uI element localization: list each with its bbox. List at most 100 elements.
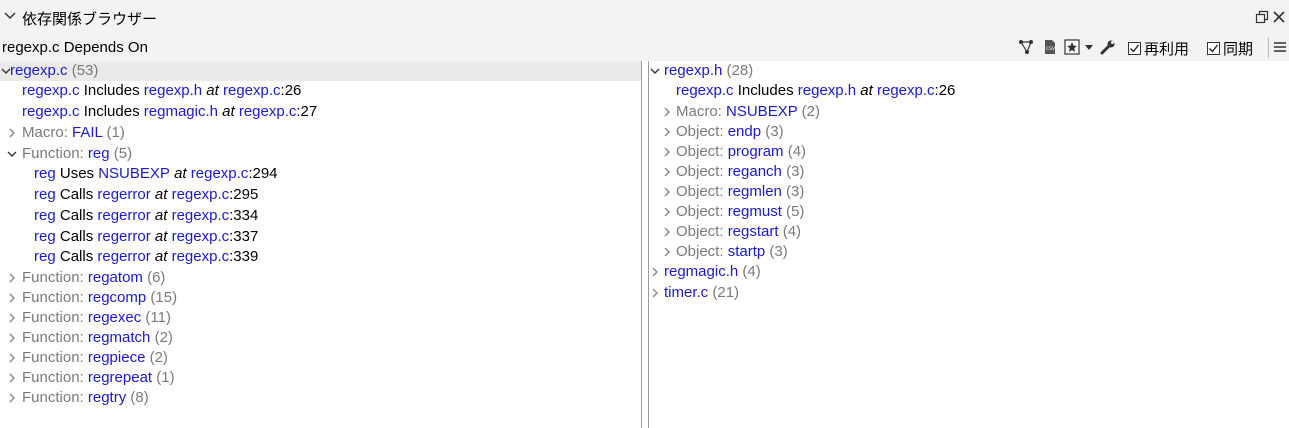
node-name[interactable]: regmatch xyxy=(87,329,151,346)
target-link[interactable]: regmagic.h xyxy=(143,103,218,120)
collapsed-chevron-icon[interactable] xyxy=(6,127,18,139)
file-link[interactable]: regexp.c xyxy=(171,248,230,265)
tree-node-function[interactable]: Function: regcomp (15) xyxy=(0,288,641,308)
csv-export-icon[interactable]: CSV xyxy=(1042,39,1058,55)
collapsed-chevron-icon[interactable] xyxy=(661,226,673,238)
node-name[interactable]: reganch xyxy=(727,163,782,180)
target-link[interactable]: regerror xyxy=(97,207,151,224)
tree-node-macro-fail[interactable]: Macro: FAIL (1) xyxy=(0,123,641,143)
source-link[interactable]: regexp.c xyxy=(676,82,734,99)
tree-node-function[interactable]: Function: regtry (8) xyxy=(0,388,641,408)
reference-row[interactable]: reg Calls regerror at regexp.c:334 xyxy=(0,206,641,226)
reference-row[interactable]: reg Uses NSUBEXP at regexp.c:294 xyxy=(0,164,641,184)
collapsed-chevron-icon[interactable] xyxy=(661,206,673,218)
node-name[interactable]: regexp.c xyxy=(10,62,68,79)
tree-node-regexp-h[interactable]: regexp.h (28) xyxy=(649,61,1289,81)
close-icon[interactable] xyxy=(1272,10,1286,24)
source-link[interactable]: regexp.c xyxy=(22,103,80,120)
reference-row[interactable]: reg Calls regerror at regexp.c:339 xyxy=(0,247,641,267)
tree-node-object[interactable]: Object: regmlen (3) xyxy=(649,182,1289,202)
source-link[interactable]: reg xyxy=(34,165,56,182)
collapsed-chevron-icon[interactable] xyxy=(661,106,673,118)
node-name[interactable]: regexec xyxy=(87,309,142,326)
node-name[interactable]: regmust xyxy=(727,203,782,220)
include-row[interactable]: regexp.c Includes regmagic.h at regexp.c… xyxy=(0,102,641,122)
source-link[interactable]: reg xyxy=(34,186,56,203)
collapsed-chevron-icon[interactable] xyxy=(661,166,673,178)
collapsed-chevron-icon[interactable] xyxy=(6,292,18,304)
node-name[interactable]: program xyxy=(727,143,784,160)
favorites-icon[interactable] xyxy=(1064,39,1080,55)
collapsed-chevron-icon[interactable] xyxy=(661,186,673,198)
sync-option[interactable]: 同期 xyxy=(1207,38,1253,58)
reuse-option[interactable]: 再利用 xyxy=(1128,38,1189,58)
dropdown-arrow-icon[interactable] xyxy=(1083,39,1095,55)
node-name[interactable]: reg xyxy=(87,145,110,162)
source-link[interactable]: reg xyxy=(34,228,56,245)
menu-icon[interactable] xyxy=(1273,39,1287,55)
target-link[interactable]: regerror xyxy=(97,228,151,245)
node-name[interactable]: endp xyxy=(727,123,762,140)
collapsed-chevron-icon[interactable] xyxy=(649,266,661,278)
dependency-detail-tree[interactable]: regexp.h (28) regexp.c Includes regexp.h… xyxy=(649,61,1289,428)
node-name[interactable]: regmlen xyxy=(727,183,782,200)
tree-node-function[interactable]: Function: regexec (11) xyxy=(0,308,641,328)
collapse-chevron-icon[interactable] xyxy=(3,9,17,23)
pane-splitter[interactable] xyxy=(641,61,649,428)
tree-node-function[interactable]: Function: regpiece (2) xyxy=(0,348,641,368)
file-link[interactable]: regexp.c xyxy=(171,228,230,245)
sync-checkbox[interactable] xyxy=(1207,41,1220,55)
node-name[interactable]: regexp.h xyxy=(664,62,723,79)
tree-node-object[interactable]: Object: endp (3) xyxy=(649,122,1289,142)
collapsed-chevron-icon[interactable] xyxy=(6,352,18,364)
target-link[interactable]: regexp.h xyxy=(797,82,857,99)
collapsed-chevron-icon[interactable] xyxy=(6,372,18,384)
file-link[interactable]: regexp.c xyxy=(190,165,249,182)
tree-node-object[interactable]: Object: program (4) xyxy=(649,142,1289,162)
collapsed-chevron-icon[interactable] xyxy=(649,287,661,299)
node-name[interactable]: timer.c xyxy=(664,284,709,301)
tree-node-object[interactable]: Object: regmust (5) xyxy=(649,202,1289,222)
file-link[interactable]: regexp.c xyxy=(171,186,230,203)
include-row[interactable]: regexp.c Includes regexp.h at regexp.c:2… xyxy=(0,81,641,101)
node-name[interactable]: regmagic.h xyxy=(664,263,739,280)
reuse-checkbox[interactable] xyxy=(1128,41,1141,55)
target-link[interactable]: regerror xyxy=(97,248,151,265)
collapsed-chevron-icon[interactable] xyxy=(6,332,18,344)
tree-node-function[interactable]: Function: regmatch (2) xyxy=(0,328,641,348)
collapsed-chevron-icon[interactable] xyxy=(661,126,673,138)
tree-node-object[interactable]: Object: startp (3) xyxy=(649,242,1289,262)
node-name[interactable]: regatom xyxy=(87,269,143,286)
node-name[interactable]: regpiece xyxy=(87,349,146,366)
node-name[interactable]: regrepeat xyxy=(87,369,153,386)
tree-node-object[interactable]: Object: regstart (4) xyxy=(649,222,1289,242)
wrench-icon[interactable] xyxy=(1100,39,1116,55)
file-link[interactable]: regexp.c xyxy=(223,82,281,99)
tree-node-regexp-c[interactable]: regexp.c (53) xyxy=(0,61,641,81)
collapsed-chevron-icon[interactable] xyxy=(6,312,18,324)
tree-node-function[interactable]: Function: regatom (6) xyxy=(0,268,641,288)
restore-window-icon[interactable] xyxy=(1255,10,1269,24)
tree-node-function-reg[interactable]: Function: reg (5) xyxy=(0,144,641,164)
tree-node-timer-c[interactable]: timer.c (21) xyxy=(649,283,1289,303)
reference-row[interactable]: reg Calls regerror at regexp.c:337 xyxy=(0,227,641,247)
file-link[interactable]: regexp.c xyxy=(877,82,935,99)
collapsed-chevron-icon[interactable] xyxy=(6,272,18,284)
expanded-chevron-icon[interactable] xyxy=(6,148,18,160)
node-name[interactable]: regtry xyxy=(87,389,127,406)
depends-on-tree[interactable]: regexp.c (53) regexp.c Includes regexp.h… xyxy=(0,61,641,428)
tree-node-macro[interactable]: Macro: NSUBEXP (2) xyxy=(649,102,1289,122)
tree-node-object[interactable]: Object: reganch (3) xyxy=(649,162,1289,182)
collapsed-chevron-icon[interactable] xyxy=(661,246,673,258)
target-link[interactable]: regexp.h xyxy=(143,82,203,99)
source-link[interactable]: reg xyxy=(34,207,56,224)
reference-row[interactable]: reg Calls regerror at regexp.c:295 xyxy=(0,185,641,205)
include-row[interactable]: regexp.c Includes regexp.h at regexp.c:2… xyxy=(649,81,1289,101)
source-link[interactable]: regexp.c xyxy=(22,82,80,99)
node-name[interactable]: NSUBEXP xyxy=(726,103,798,120)
tree-node-regmagic-h[interactable]: regmagic.h (4) xyxy=(649,262,1289,282)
target-link[interactable]: NSUBEXP xyxy=(98,165,170,182)
node-name[interactable]: regstart xyxy=(727,223,779,240)
collapsed-chevron-icon[interactable] xyxy=(661,146,673,158)
collapsed-chevron-icon[interactable] xyxy=(6,392,18,404)
